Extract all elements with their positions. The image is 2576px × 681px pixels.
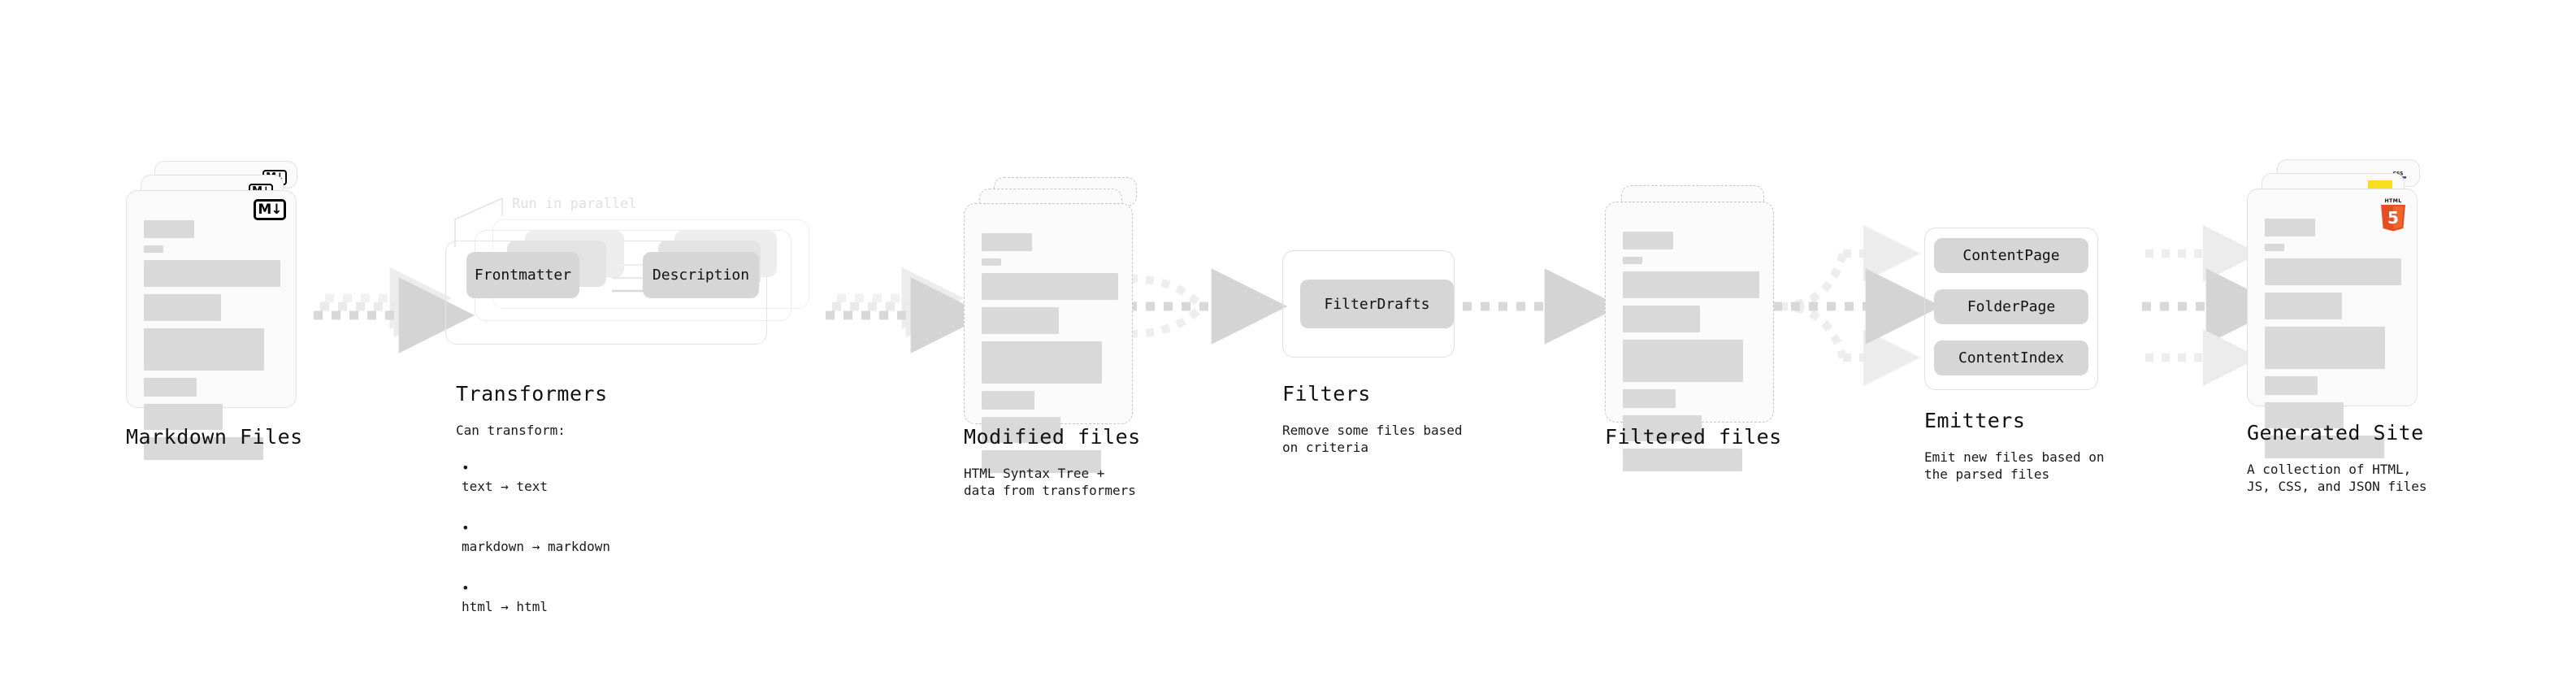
- emitters-subtitle: Emit new files based on the parsed files: [1924, 449, 2105, 482]
- generated-site-subtitle: A collection of HTML, JS, CSS, and JSON …: [2247, 462, 2427, 494]
- skeleton-row: [982, 450, 1101, 473]
- bullet-dot: •: [462, 580, 478, 596]
- list-item: • markdown → markdown: [462, 520, 611, 554]
- skeleton-row: [144, 245, 163, 253]
- modified-card-front[interactable]: [964, 203, 1133, 473]
- html5-icon: HTML 5: [2378, 196, 2409, 232]
- markdown-card-front[interactable]: M↓: [126, 190, 297, 460]
- markdown-icon: M↓: [254, 199, 286, 220]
- skeleton-row: [2265, 327, 2385, 369]
- markdown-skeleton-rows: [144, 220, 283, 467]
- skeleton-row: [982, 258, 1001, 266]
- stage-title-filters: Filters: [1282, 382, 1371, 406]
- connector-md-to-transformers: [314, 267, 475, 354]
- skeleton-row: [144, 260, 280, 287]
- emitter-chip-folderpage[interactable]: FolderPage: [1934, 289, 2088, 324]
- stage-title-emitters: Emitters: [1924, 409, 2026, 432]
- skeleton-row: [144, 437, 263, 460]
- stage-title-filtered-files: Filtered files: [1605, 425, 1782, 449]
- filters-subtitle: Remove some files based on criteria: [1282, 423, 1463, 455]
- skeleton-row: [144, 294, 221, 321]
- skeleton-row: [1623, 306, 1700, 332]
- site-card-html[interactable]: HTML 5: [2247, 189, 2418, 458]
- skeleton-row: [1623, 449, 1742, 471]
- transformer-chip-description[interactable]: Description: [643, 252, 759, 298]
- connector-modified-to-filters: [1128, 268, 1288, 345]
- svg-text:HTML: HTML: [2384, 198, 2401, 204]
- skeleton-row: [2265, 258, 2401, 285]
- site-skeleton-rows: [2265, 219, 2404, 466]
- modified-files-subtitle: HTML Syntax Tree + data from transformer…: [964, 466, 1136, 498]
- skeleton-row: [982, 417, 1060, 443]
- stage-title-markdown-files: Markdown Files: [126, 425, 303, 449]
- bullet-dot: •: [462, 520, 478, 536]
- skeleton-row: [982, 391, 1034, 410]
- skeleton-row: [144, 328, 264, 371]
- list-item: • html → html: [462, 580, 548, 614]
- skeleton-row: [982, 307, 1059, 334]
- svg-text:5: 5: [2387, 208, 2399, 228]
- transformers-subtitle: Can transform:: [456, 423, 566, 438]
- skeleton-row: [982, 273, 1118, 300]
- emitter-chip-contentpage[interactable]: ContentPage: [1934, 238, 2088, 273]
- bullet-dot: •: [462, 460, 478, 475]
- transformers-bullet-list: • text → text • markdown → markdown • ht…: [462, 440, 610, 616]
- skeleton-row: [1623, 257, 1642, 264]
- skeleton-row: [144, 220, 194, 238]
- skeleton-row: [2265, 293, 2342, 319]
- skeleton-row: [144, 378, 197, 397]
- skeleton-row: [1623, 340, 1743, 382]
- skeleton-row: [1623, 232, 1673, 249]
- skeleton-row: [1623, 271, 1759, 298]
- skeleton-row: [982, 341, 1102, 384]
- skeleton-row: [2265, 219, 2315, 236]
- skeleton-row: [144, 404, 223, 430]
- skeleton-row: [2265, 376, 2318, 395]
- filters-frame: [1282, 250, 1455, 358]
- run-in-parallel-label: Run in parallel: [512, 196, 637, 212]
- emitters-frame: [1924, 228, 2098, 390]
- connector-transformers-to-modified: [826, 267, 987, 354]
- skeleton-row: [2265, 402, 2344, 428]
- skeleton-row: [982, 233, 1032, 251]
- transformer-chip-frontmatter[interactable]: Frontmatter: [466, 252, 579, 298]
- stage-title-modified-files: Modified files: [964, 425, 1141, 449]
- list-item: • text → text: [462, 460, 548, 494]
- filter-chip-filterdrafts[interactable]: FilterDrafts: [1300, 280, 1454, 328]
- filtered-skeleton-rows: [1623, 232, 1760, 479]
- skeleton-row: [1623, 389, 1676, 408]
- stage-title-generated-site: Generated Site: [2247, 421, 2424, 445]
- run-in-parallel-bracket: [454, 197, 503, 247]
- connector-emitters-to-site: [2142, 225, 2283, 386]
- skeleton-row: [2265, 244, 2284, 251]
- emitter-chip-contentindex[interactable]: ContentIndex: [1934, 340, 2088, 375]
- connector-filtered-to-emitters: [1773, 225, 1942, 386]
- skeleton-row: [2265, 436, 2384, 458]
- skeleton-row: [1623, 415, 1702, 441]
- modified-skeleton-rows: [982, 233, 1119, 480]
- stage-title-transformers: Transformers: [456, 382, 608, 406]
- filtered-card-front[interactable]: [1605, 202, 1774, 471]
